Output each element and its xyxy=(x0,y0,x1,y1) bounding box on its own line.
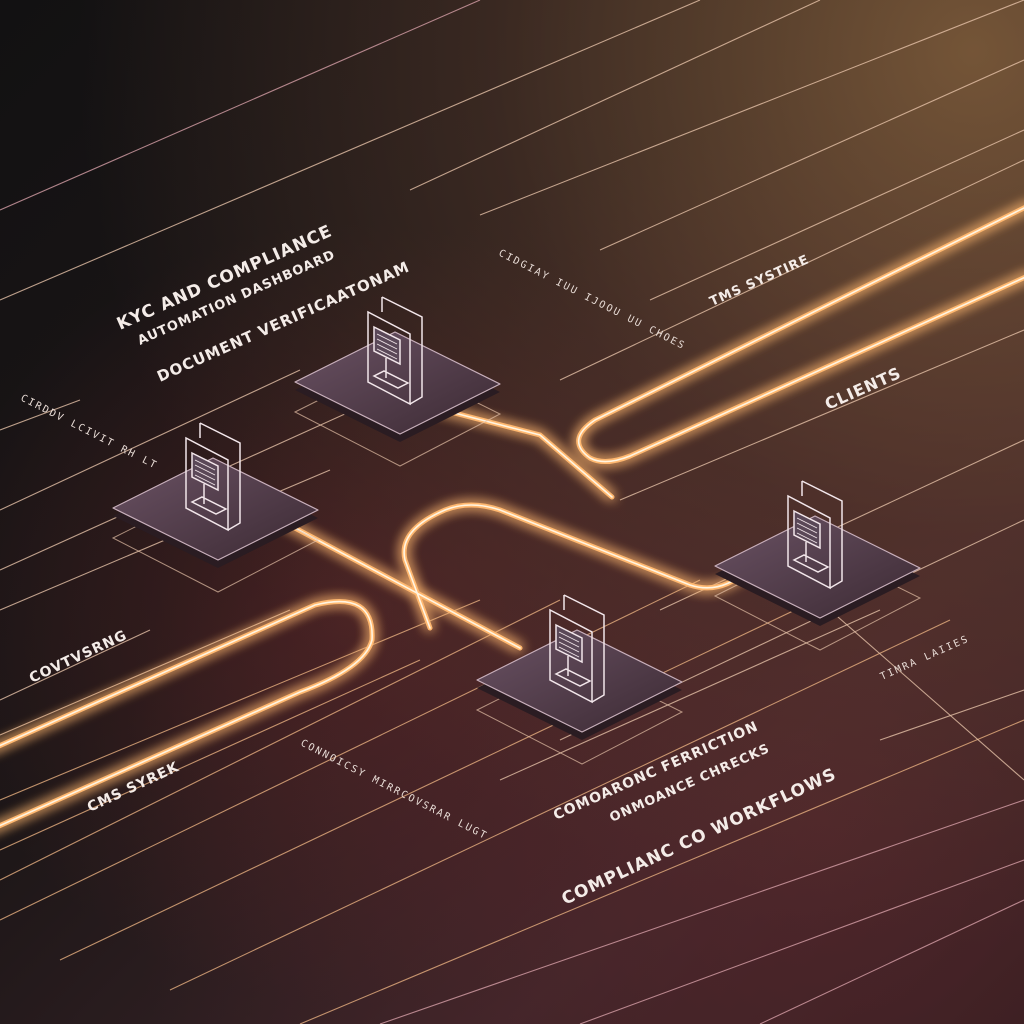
label-tms-system: TMS SYSTIRE xyxy=(708,252,812,309)
small-label-bottom: CONNOICSY MIRRCOVSRAR LUGT xyxy=(299,738,490,842)
label-screening: COVTVSRNG xyxy=(27,627,130,686)
document-terminal-icon xyxy=(185,422,241,532)
background-line xyxy=(0,579,701,921)
platform-top xyxy=(714,515,921,619)
glow-path-left-u xyxy=(0,599,375,829)
background-line xyxy=(619,329,1024,501)
background-line xyxy=(169,619,951,991)
workflow-node[interactable] xyxy=(111,422,320,593)
background-line xyxy=(579,859,1024,1024)
background-line xyxy=(0,0,481,211)
background-line xyxy=(829,609,1024,781)
label-clients: CLIENTS xyxy=(822,363,904,414)
platform-top xyxy=(476,629,683,733)
document-terminal-icon xyxy=(787,480,843,590)
workflow-node[interactable] xyxy=(713,480,922,651)
background-line xyxy=(499,609,881,781)
workflow-node[interactable] xyxy=(293,296,502,467)
document-terminal-icon xyxy=(367,296,423,406)
background-line xyxy=(0,0,701,301)
background-line xyxy=(299,719,1024,1024)
small-label-left: CIRDDV LCIVIT RH LT xyxy=(19,393,160,472)
background-line xyxy=(879,689,1024,741)
platform-top xyxy=(112,457,319,561)
background-line xyxy=(0,599,481,801)
background-line xyxy=(759,899,1024,1024)
small-label-top: CIDGIAY IUU IJOOU UU CHOES xyxy=(497,248,688,352)
background-line xyxy=(599,59,1024,251)
background-line xyxy=(479,0,1024,216)
background-line xyxy=(0,369,301,511)
background-line xyxy=(559,159,1024,381)
background-line xyxy=(379,799,1024,1024)
platform-top xyxy=(294,331,501,435)
background-line xyxy=(409,0,821,191)
background-line xyxy=(0,399,81,431)
background-line xyxy=(0,599,561,881)
background-line xyxy=(0,629,151,701)
document-terminal-icon xyxy=(549,594,605,704)
small-label-right: TIMRA LAIIES xyxy=(879,634,971,683)
workflow-node[interactable] xyxy=(475,594,684,765)
background-line xyxy=(59,559,901,961)
background-line xyxy=(0,609,291,736)
glowing-connections xyxy=(0,205,1024,829)
background-line xyxy=(649,129,1024,301)
background-line xyxy=(0,659,421,851)
